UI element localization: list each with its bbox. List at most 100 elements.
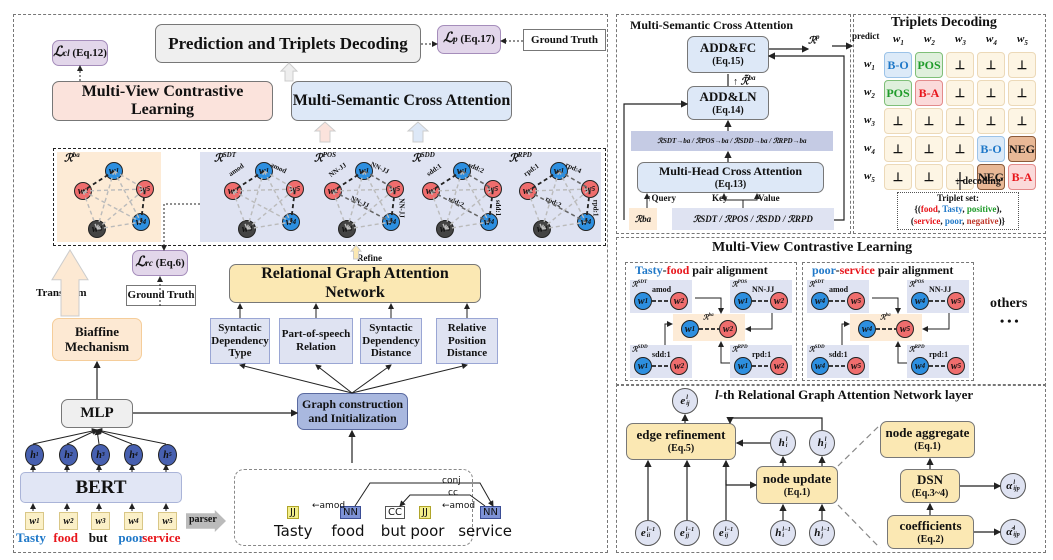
graph-to-relation bbox=[239, 363, 353, 394]
views-residual bbox=[767, 52, 845, 221]
view-label: ℛRPD bbox=[732, 345, 748, 354]
parser-arrow bbox=[186, 510, 226, 532]
pair-title-part: - bbox=[662, 263, 667, 277]
graph-edge-strong bbox=[140, 188, 146, 223]
matrix-cell: B-O bbox=[884, 52, 912, 78]
parse-arc-cc: cc bbox=[448, 488, 458, 498]
graph-edge-strong bbox=[390, 188, 396, 223]
matrix-cell: B-O bbox=[977, 136, 1005, 162]
refine-label: Refine bbox=[357, 253, 382, 263]
view-edge-label: NN-JJ bbox=[752, 285, 775, 294]
pair-title: Tasty-food pair alignment bbox=[635, 263, 768, 278]
graph-edge bbox=[346, 188, 396, 230]
parse-arc-amod-1: ←amod bbox=[312, 501, 346, 511]
relation-box-sdt: Syntactic Dependency Type bbox=[210, 318, 270, 364]
view-to-center bbox=[872, 297, 901, 314]
sentence-word-but: but bbox=[88, 530, 108, 545]
matrix-cell: NEG bbox=[977, 164, 1005, 190]
triplet-part: negative bbox=[966, 215, 999, 226]
msca-title: Multi-Semantic Cross Attention bbox=[630, 18, 794, 32]
parse-tag-cc: CC bbox=[385, 506, 405, 519]
graph-edge bbox=[541, 170, 560, 230]
value-arrow bbox=[743, 193, 760, 201]
key-label: Key bbox=[712, 193, 728, 203]
parse-arc-conj: conj bbox=[442, 476, 461, 486]
coefficients-box: coefficients(Eq.2) bbox=[887, 515, 974, 549]
view-label: ℛSDT bbox=[809, 280, 825, 289]
h-to-mlp-arrow bbox=[96, 429, 133, 445]
triplet-part: )} bbox=[998, 215, 1006, 226]
prediction-decoding-label: Prediction and Triplets Decoding bbox=[168, 33, 408, 53]
zoom-line bbox=[837, 504, 881, 549]
graph-edge-mid bbox=[363, 170, 396, 190]
matrix-cell: ⊥ bbox=[884, 108, 912, 134]
triplet-set-title: Triplet set: bbox=[936, 193, 980, 203]
graph-edge bbox=[444, 188, 494, 230]
add-ln-box: ADD&LN(Eq.14) bbox=[687, 86, 769, 120]
pair-title-part: food bbox=[666, 263, 690, 277]
zoom-line bbox=[837, 424, 881, 467]
center-view-label: ℛba bbox=[703, 313, 714, 322]
graph-edge bbox=[232, 190, 248, 230]
add-fc-box: ADD&FC(Eq.15) bbox=[687, 36, 769, 73]
graph-edge bbox=[527, 190, 543, 230]
view-to-center bbox=[695, 297, 724, 314]
triplet-part: ), bbox=[996, 204, 1002, 215]
pair-title-part: Tasty bbox=[635, 263, 663, 277]
graph-edge-mid bbox=[430, 190, 490, 223]
matrix-row-header-w4: w4 bbox=[864, 142, 875, 157]
matrix-cell: ⊥ bbox=[915, 164, 943, 190]
matrix-cell: B-A bbox=[1008, 164, 1036, 190]
triplets-panel bbox=[853, 14, 1046, 234]
triplets-title: Triplets Decoding bbox=[891, 15, 997, 30]
graph-edge bbox=[541, 221, 587, 230]
matrix-col-header-w3: w3 bbox=[955, 33, 966, 48]
graph-edge-strong bbox=[430, 170, 463, 192]
h-to-mlp-arrow bbox=[96, 428, 167, 445]
transform-arrow bbox=[51, 249, 89, 317]
graph-edge bbox=[558, 170, 587, 223]
graph-edge bbox=[263, 170, 296, 190]
graph-to-relation bbox=[351, 363, 468, 394]
graph-edge-strong bbox=[332, 170, 365, 192]
graph-edge bbox=[246, 221, 292, 230]
view-label: ℛSDT bbox=[632, 280, 648, 289]
up-arrow-pred bbox=[279, 62, 299, 82]
others-ellipsis: • • • bbox=[1000, 314, 1019, 328]
view-edge-label: amod bbox=[652, 285, 672, 294]
view-label: ℛSDD bbox=[809, 345, 825, 354]
sentence-word-food: food bbox=[53, 530, 78, 545]
parser-label: parser bbox=[189, 514, 217, 525]
parse-tag-jj: JJ bbox=[419, 506, 431, 519]
graph-edge-strong bbox=[290, 188, 296, 223]
pair-title: poor-service pair alignment bbox=[812, 263, 953, 278]
matrix-row-header-w1: w1 bbox=[864, 58, 875, 73]
view-to-center bbox=[922, 313, 950, 332]
edge-refinement-box: edge refinement(Eq.5) bbox=[626, 423, 736, 460]
graph-edge-mid bbox=[461, 170, 494, 190]
matrix-cell: POS bbox=[915, 52, 943, 78]
graph-edge bbox=[430, 190, 446, 230]
h-to-mlp-arrow bbox=[66, 429, 98, 445]
triplet-line-1: {(food, Tasty, positive), bbox=[898, 204, 1018, 215]
conj-arc bbox=[354, 482, 494, 507]
mhca-box: Multi-Head Cross Attention(Eq.13) bbox=[637, 162, 824, 193]
graph-edge-strong bbox=[585, 188, 591, 223]
